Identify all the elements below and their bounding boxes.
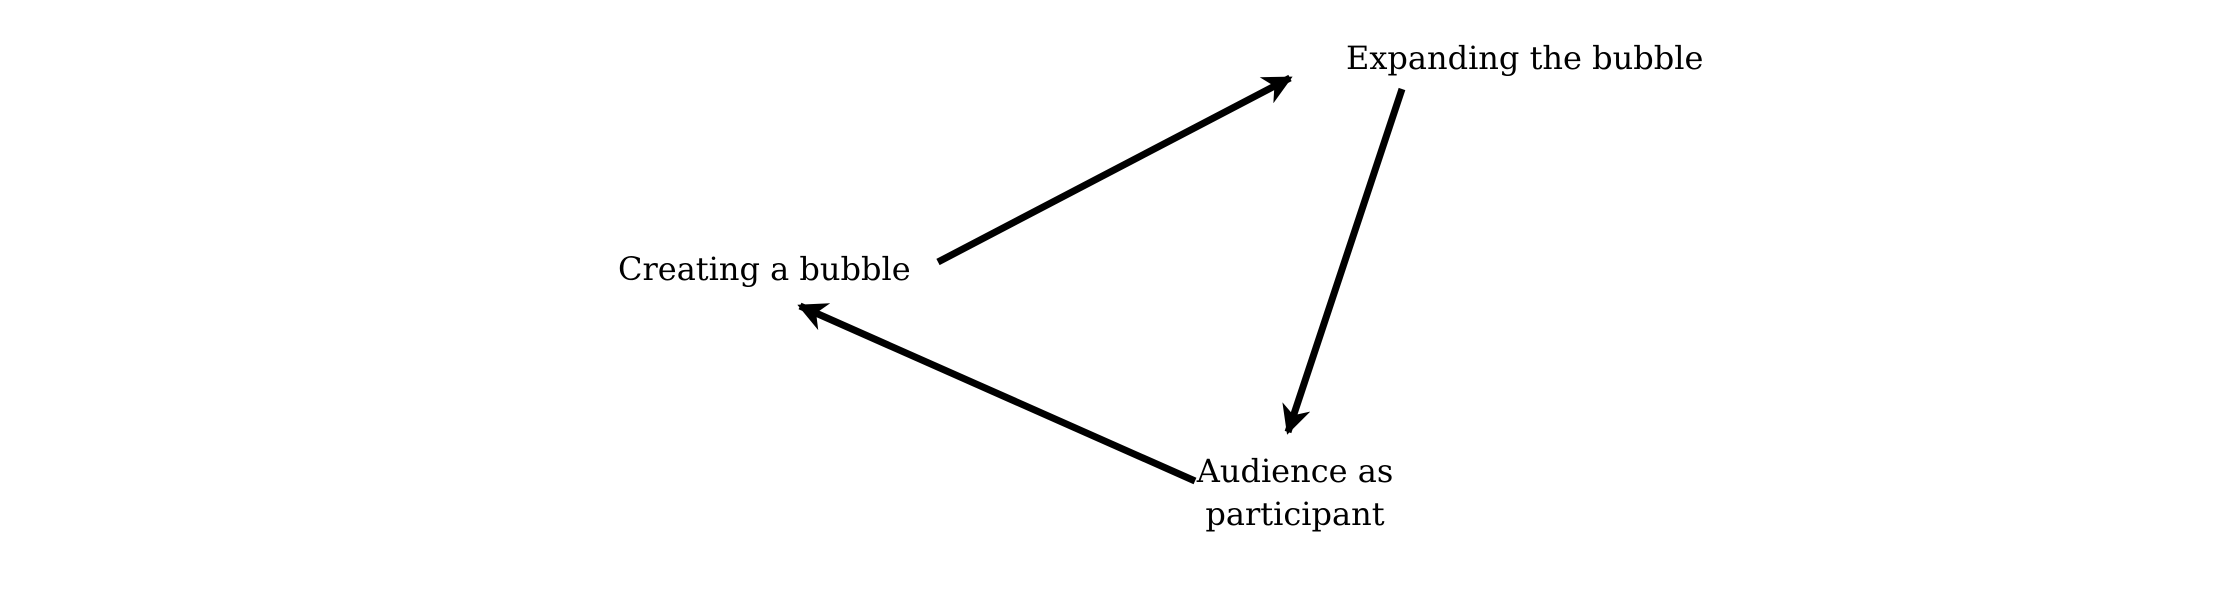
- arrow-audience-to-creating: [797, 302, 1197, 485]
- arrow-expanding-to-audience: [1282, 87, 1406, 435]
- node-label-line: Expanding the bubble: [1346, 39, 1704, 77]
- node-audience-as-participant: Audience as participant: [1185, 450, 1405, 536]
- node-label-line: Creating a bubble: [618, 250, 911, 288]
- node-expanding-the-bubble: Expanding the bubble: [1346, 37, 1703, 80]
- node-label-line: participant: [1205, 495, 1385, 533]
- node-creating-a-bubble: Creating a bubble: [618, 248, 911, 291]
- node-label-line: Audience as: [1196, 452, 1394, 490]
- arrow-creating-to-expanding: [936, 74, 1293, 266]
